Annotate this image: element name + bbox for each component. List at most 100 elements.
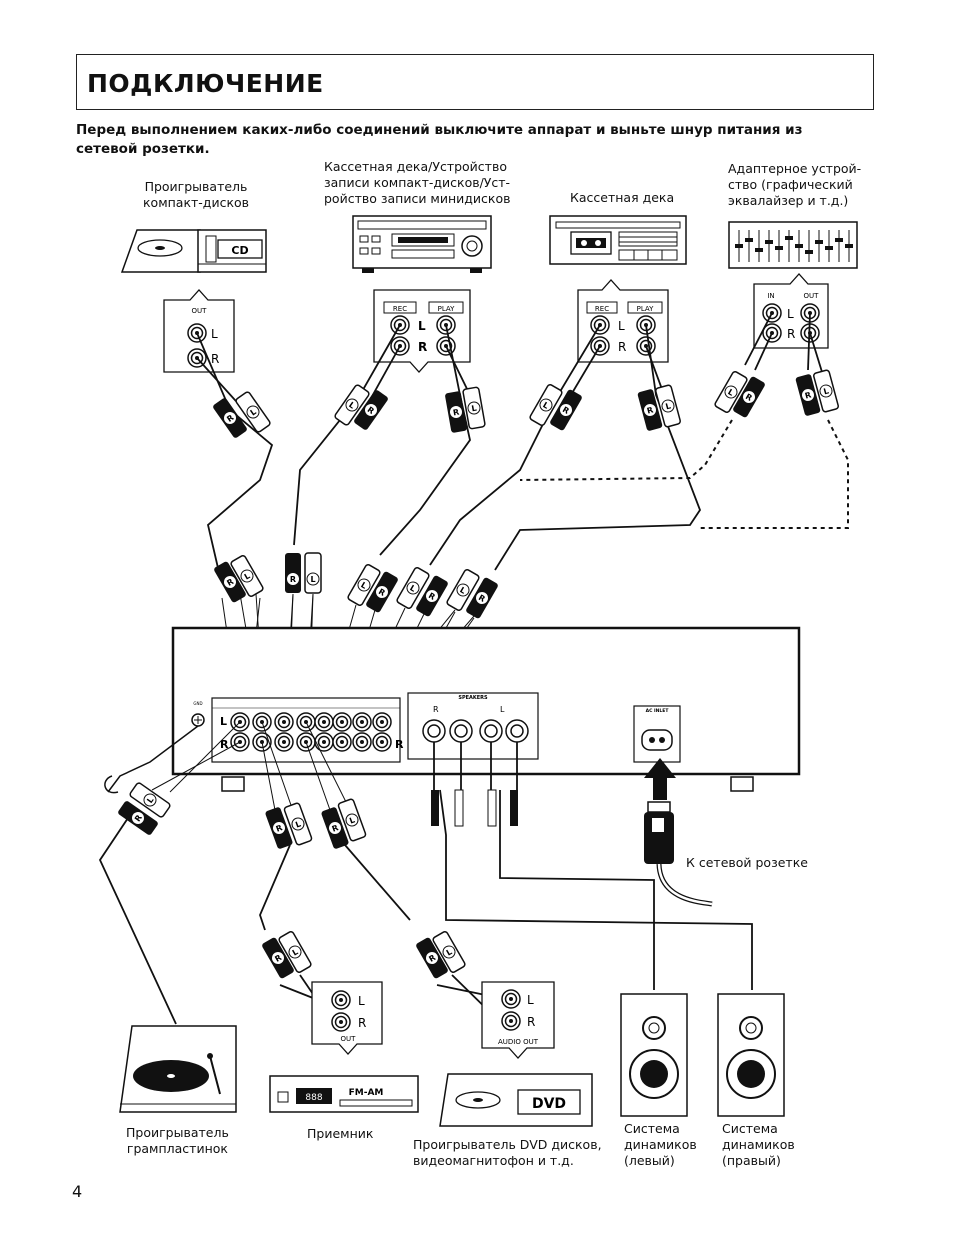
tuner-out-panel: L R OUT [311,981,383,1055]
equalizer-in-out-panel: IN OUT L R [753,273,829,349]
svg-text:R: R [275,823,284,834]
equalizer-out-label: OUT [804,292,820,300]
svg-text:R: R [377,587,387,598]
label-cd-player: Проигрыватель компакт-дисков [143,179,250,210]
svg-text:L: L [243,571,252,581]
dvd-device: DVD [439,1073,593,1127]
dvd-l-label: L [527,993,534,1007]
label-tuner: Приемник [307,1126,374,1141]
svg-text:R: R [477,593,487,604]
ac-inlet-label: AC INLET [646,708,670,714]
page-title: ПОДКЛЮЧЕНИЕ [87,69,324,98]
label-speaker-left: Система динамиков (левый) [624,1121,697,1168]
recorder-play-label: PLAY [438,305,456,313]
cassette-play-label: PLAY [637,305,655,313]
svg-text:L: L [458,585,467,595]
tuner-out-label: OUT [341,1035,357,1043]
speaker-wires [433,742,753,990]
recorder-rec-play-panel: REC PLAY L R [373,289,471,373]
cd-out-panel: OUT L R [163,289,235,373]
dvd-r-label: R [527,1015,535,1029]
svg-text:R: R [744,392,754,403]
tuner-l-label: L [358,994,365,1008]
svg-text:L: L [726,387,735,397]
svg-text:L: L [408,583,417,593]
title-box: ПОДКЛЮЧЕНИЕ [76,54,874,110]
amp-r-label: R [220,738,229,751]
speakers-l-label: L [500,705,505,714]
svg-text:L: L [294,819,302,829]
label-speaker-right: Система динамиков (правый) [722,1121,795,1168]
turntable-device [119,1025,237,1113]
svg-text:L: L [822,386,829,396]
speaker-right [717,993,785,1117]
speakers-panel-label: SPEAKERS [458,695,488,701]
cd-r-label: R [211,352,219,366]
svg-text:R: R [804,390,812,400]
cassette-deck-device [549,215,687,265]
label-adapter: Адаптерное устрой- ство (графический экв… [728,161,862,208]
cd-l-label: L [211,327,218,341]
recorder-device [352,215,492,273]
warning-text: Перед выполнением каких-либо соединений … [76,122,803,157]
svg-text:R: R [646,405,654,415]
svg-text:L: L [347,400,356,410]
ground-wire [107,725,199,793]
speakers-r-label: R [433,705,439,714]
svg-text:R: R [133,813,144,823]
cables-top [196,312,823,571]
speaker-left [620,993,688,1117]
tuner-device: 888 FM-AM [269,1075,419,1113]
dashed-cables [519,419,849,529]
amp-r-label-2: R [395,738,404,751]
label-cassette-deck: Кассетная дека [570,190,675,205]
svg-text:R: R [366,405,376,416]
label-recorder: Кассетная дека/Устройство записи компакт… [324,159,511,206]
equalizer-r-label: R [787,327,795,341]
equalizer-in-label: IN [767,292,774,300]
amplifier: GND L R R SPEAKERS R L AC INLET [171,626,801,792]
svg-text:R: R [331,823,340,834]
label-power-outlet: К сетевой розетке [686,855,808,870]
dvd-badge: DVD [532,1096,566,1112]
tuner-r-label: R [358,1016,366,1030]
power-cord [644,758,713,907]
cassette-rec-label: REC [595,305,609,313]
label-dvd: Проигрыватель DVD дисков, видеомагнитофо… [413,1137,602,1168]
svg-text:L: L [145,796,155,805]
plugs-top: R L L R R L L R R L L R R L [213,369,839,438]
plugs-bottom: R L R L R L R L R L [118,782,466,979]
svg-text:R: R [273,953,283,964]
dvd-audio-out-label: AUDIO OUT [498,1038,539,1046]
svg-text:L: L [310,575,315,584]
dvd-audio-out-panel: L R AUDIO OUT [481,981,555,1059]
svg-text:R: R [561,405,571,416]
plugs-above-amp: R L R L L R L R L R [214,552,498,619]
cassette-rec-play-panel: REC PLAY L R [577,279,669,363]
label-turntable: Проигрыватель грампластинок [126,1125,229,1156]
speaker-wire-tips [431,789,518,827]
svg-text:L: L [664,401,671,411]
svg-text:R: R [452,408,460,418]
cables-bottom [98,817,501,1025]
cd-player-device: CD [120,229,267,273]
equalizer-l-label: L [787,307,794,321]
page-number: 4 [72,1182,83,1201]
cables-from-amp-bottom [151,721,349,811]
amp-l-label: L [220,715,227,728]
recorder-rec-label: REC [393,305,407,313]
svg-text:L: L [445,947,454,957]
svg-text:L: L [348,815,356,825]
cassette-l-label: L [618,319,625,333]
recorder-l-label: L [418,319,426,333]
svg-text:R: R [225,577,235,588]
cd-badge: CD [231,244,248,257]
cassette-r-label: R [618,340,626,354]
cd-out-label: OUT [192,307,208,315]
svg-text:R: R [225,413,235,424]
svg-text:R: R [290,575,296,584]
recorder-r-label: R [418,340,427,354]
svg-text:L: L [291,947,300,957]
svg-text:R: R [427,953,437,964]
tuner-display: FM-AM [349,1088,384,1098]
